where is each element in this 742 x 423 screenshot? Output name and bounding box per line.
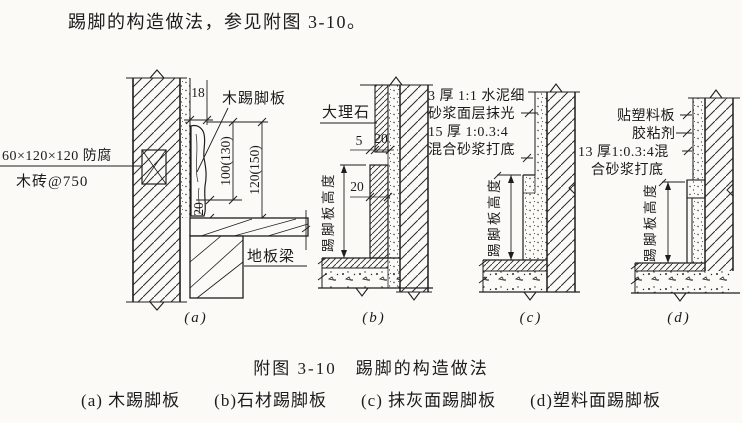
caption-item-c: (c) 抹灰面踢脚板: [361, 391, 497, 410]
note-line1: 3 厚 1:1 水泥细: [428, 88, 525, 104]
dim-20-top-label: 20: [374, 131, 388, 146]
dim-20-label: 20: [191, 202, 206, 216]
wall-hatch: [547, 92, 575, 292]
wood-plank-grain: [195, 133, 200, 215]
extension-lines: [196, 121, 268, 201]
floor-concrete-layer: [483, 271, 547, 292]
dim-100-label: 100(130): [218, 136, 233, 186]
floor-concrete-layer: [322, 268, 400, 288]
wood-plank: [190, 124, 207, 217]
floor-concrete-layer: [635, 271, 733, 293]
dim-120-label: 120(150): [247, 145, 262, 195]
mortar-strip: [693, 98, 705, 180]
floor-left-edge: [630, 262, 640, 293]
figure-caption-items: (a) 木踢脚板 (b)石材踢脚板 (c) 抹灰面踢脚板 (d)塑料面踢脚板: [0, 386, 742, 411]
skirting-leader: [196, 107, 229, 173]
wood-brick-note-line2: 木砖@750: [16, 173, 88, 190]
height-label: 踢脚板高度: [642, 182, 658, 262]
note-line2: 砂浆面层抹光: [428, 106, 515, 122]
floor-board-grain: [200, 218, 309, 237]
sub-label-a: (a): [184, 310, 208, 326]
height-extension-line: [658, 178, 685, 187]
intro-text: 踢脚的构造做法，参见附图 3-10。: [68, 12, 367, 32]
height-label: 踢脚板高度: [486, 177, 502, 257]
marble-skirting-slab: [369, 164, 389, 259]
floor-beam: [189, 235, 244, 299]
floor-left-edge: [478, 259, 488, 292]
note-leaders: [676, 110, 693, 156]
ground-break: [523, 291, 537, 301]
sub-label-d: (d): [667, 310, 691, 326]
note-line4: 合砂浆打底: [591, 161, 664, 178]
floor-right-break: [301, 210, 311, 250]
figure-c-plaster-skirting: 3 厚 1:1 水泥细 砂浆面层抹光 15 厚 1:0.3:4 混合砂浆打底 踢…: [428, 83, 580, 326]
note-line4: 混合砂浆打底: [428, 141, 515, 158]
caption-item-a: (a) 木踢脚板: [81, 391, 181, 410]
floor-left-edge: [317, 257, 327, 288]
sub-label-c: (c): [520, 310, 543, 326]
wood-brick: [141, 149, 167, 185]
adhesive-block: [686, 179, 706, 199]
wall-hatch: [400, 85, 428, 292]
floor-finish-layer: [322, 258, 388, 268]
floor-beam-label: 地板梁: [247, 247, 295, 265]
dim-18-label: 18: [191, 85, 205, 100]
mortar-strip: [388, 85, 400, 288]
height-extension-line: [493, 171, 521, 180]
marble-label: 大理石: [322, 104, 370, 121]
dim-20-slab-label: 20: [350, 179, 364, 194]
height-label: 踢脚板高度: [320, 172, 336, 252]
note-leaders: [521, 108, 538, 163]
wood-skirting-label: 木踢脚板: [222, 89, 286, 107]
wall-right-break: [726, 183, 734, 197]
joint-lines: [370, 151, 388, 166]
plaster-skirting-edges: [522, 174, 535, 260]
figure-d-plastic-skirting: 贴塑料板 胶粘剂 13 厚1:0.3:4混 合砂浆打底 踢脚板高度 (d): [578, 89, 740, 326]
plaster-upper-strip: [535, 92, 547, 175]
wall-top-break: [528, 83, 580, 93]
plaster-strip: [180, 78, 190, 218]
floor-beam-grain: [189, 235, 244, 299]
dim-top-ticks: [365, 145, 395, 155]
wood-brick-cross: [141, 149, 167, 185]
wall-hatch: [133, 78, 180, 302]
wall-right-break: [568, 181, 576, 195]
figure-caption-title: 附图 3-10 踢脚的构造做法: [253, 359, 489, 378]
caption-item-b: (b)石材踢脚板: [214, 391, 327, 410]
wall-top-break: [126, 69, 187, 79]
figure-b-stone-skirting: 大理石 5 20 20 踢脚板高度 (b): [317, 76, 433, 326]
caption-item-d: (d)塑料面踢脚板: [530, 391, 661, 410]
note-line3: 13 厚1:0.3:4混: [578, 144, 669, 160]
wall-bottom-break: [126, 301, 187, 311]
dim-5-label: 5: [356, 133, 363, 148]
wood-brick-note-line1: 60×120×120 防腐: [2, 147, 112, 164]
floor-finish-layer: [483, 260, 547, 271]
floor-finish-layer: [635, 263, 705, 271]
figure-a-wood-skirting: 18 木踢脚板 60×120×120 防腐 木砖@750 20 100(130)…: [0, 69, 311, 326]
note-line1: 贴塑料板: [617, 108, 675, 124]
wall-bottom-break: [396, 291, 432, 301]
dim-18-lines: [184, 80, 213, 125]
plastic-board: [686, 197, 693, 264]
dim-100-ticks: [228, 117, 238, 205]
ground-break: [355, 287, 369, 297]
skirting-mortar: [692, 198, 705, 263]
plaster-skirting-inner: [523, 175, 536, 194]
wall-top-break: [360, 76, 433, 86]
wall-hatch: [705, 98, 733, 271]
note-line2: 胶粘剂: [632, 125, 676, 142]
sub-label-b: (b): [362, 310, 386, 326]
ground-break: [673, 292, 687, 302]
dim-slab-ticks: [365, 192, 393, 202]
dim-18-ticks: [185, 115, 212, 125]
wall-top-break: [688, 89, 740, 99]
note-line3: 15 厚 1:0.3:4: [428, 125, 508, 140]
